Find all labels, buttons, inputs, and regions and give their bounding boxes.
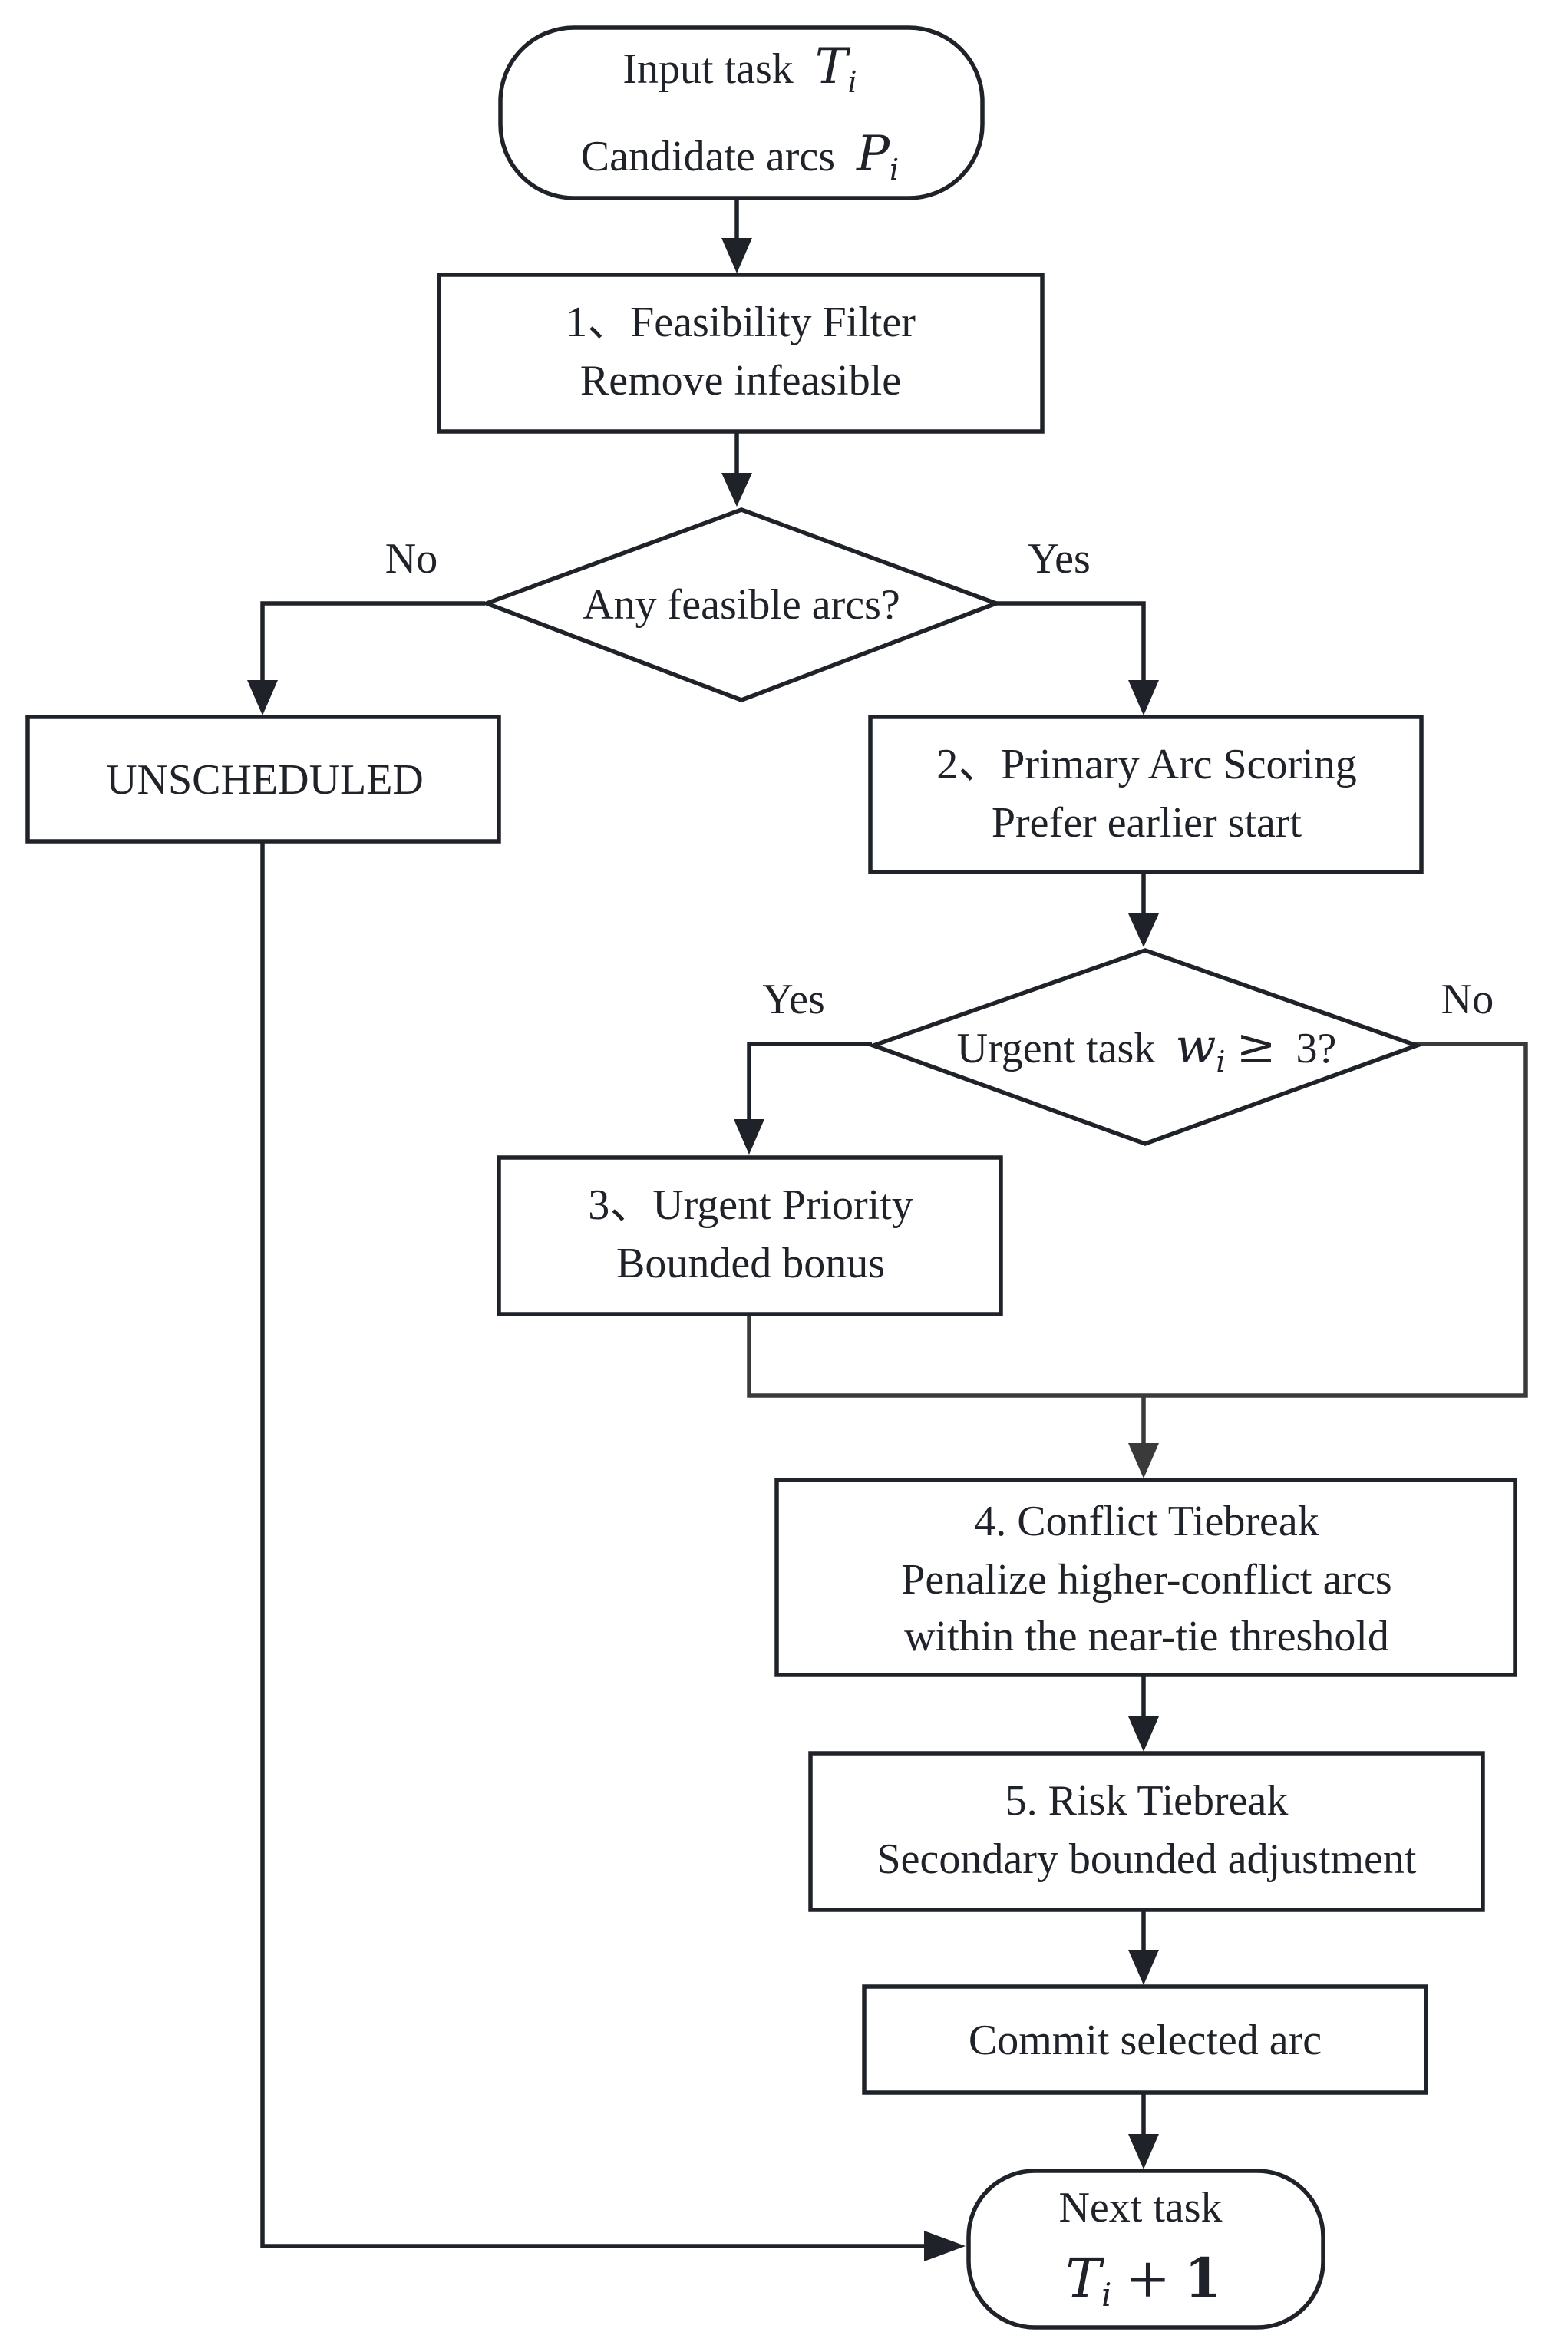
edge-label-urgent-no: No	[1441, 976, 1494, 1023]
arrowhead	[734, 1119, 764, 1155]
risk-desc: Secondary bounded adjustment	[877, 1835, 1417, 1883]
edge-feasible-no	[260, 601, 485, 683]
edge-priority-to-merge	[747, 1314, 1144, 1398]
conflict-title: 4. Conflict Tiebreak	[974, 1498, 1319, 1545]
next-task-label: Next task	[1058, 2184, 1222, 2231]
filter-title: 1、Feasibility Filter	[566, 299, 916, 346]
edge-label-feasible-no: No	[385, 535, 437, 583]
commit-label: Commit selected arc	[969, 2017, 1322, 2064]
arrowhead	[1128, 1716, 1159, 1752]
unscheduled-label: UNSCHEDULED	[106, 756, 424, 804]
conflict-desc-2: within the near-tie threshold	[904, 1613, 1389, 1660]
edge-unscheduled-to-next	[260, 841, 930, 2248]
start-line1: Input task Ti	[622, 38, 857, 99]
conflict-tiebreak-node: 4. Conflict Tiebreak Penalize higher-con…	[774, 1478, 1517, 1677]
risk-tiebreak-node: 5. Risk Tiebreak Secondary bounded adjus…	[808, 1751, 1485, 1912]
edge-urgent-yes	[747, 1042, 872, 1122]
urgent-decision-label: Urgent task wi≥ 3?	[957, 1018, 1337, 1079]
feasible-decision-node: Any feasible arcs?	[480, 507, 1002, 702]
arrowhead	[924, 2231, 966, 2261]
commit-node: Commit selected arc	[862, 1984, 1428, 2095]
arrowhead	[1128, 913, 1159, 947]
arrowhead	[721, 473, 752, 507]
edge-urgent-no	[1144, 1042, 1528, 1398]
feasible-decision-label: Any feasible arcs?	[583, 581, 900, 629]
next-task-node: Next task Ti+1	[966, 2169, 1325, 2330]
arrowhead	[1128, 1950, 1159, 1985]
feasibility-filter-node: 1、Feasibility Filter Remove infeasible	[437, 273, 1045, 434]
arrowhead	[721, 238, 752, 273]
edge-label-urgent-yes: Yes	[762, 976, 824, 1023]
urgent-priority-title: 3、Urgent Priority	[588, 1181, 913, 1229]
urgent-decision-node: Urgent task wi≥ 3?	[867, 948, 1424, 1146]
edge-feasible-yes	[990, 601, 1146, 683]
next-task-math: Ti+1	[1065, 2246, 1222, 2314]
arrowhead	[1128, 1443, 1159, 1478]
start-node: Input task Ti Candidate arcs Pi	[498, 25, 985, 200]
risk-title: 5. Risk Tiebreak	[1005, 1777, 1289, 1825]
urgent-priority-desc: Bounded bonus	[616, 1240, 885, 1287]
unscheduled-node: UNSCHEDULED	[25, 715, 501, 844]
edge-label-feasible-yes: Yes	[1028, 535, 1090, 583]
filter-desc: Remove infeasible	[580, 357, 901, 405]
arrowhead	[1128, 680, 1159, 715]
edges	[247, 198, 1528, 2261]
urgent-priority-node: 3、Urgent Priority Bounded bonus	[497, 1155, 1003, 1316]
scoring-title: 2、Primary Arc Scoring	[936, 741, 1356, 788]
arrowhead	[1128, 2134, 1159, 2169]
start-line2: Candidate arcs Pi	[581, 126, 899, 187]
conflict-desc-1: Penalize higher-conflict arcs	[901, 1556, 1391, 1604]
arrowhead	[247, 680, 278, 715]
scoring-desc: Prefer earlier start	[992, 799, 1302, 847]
primary-scoring-node: 2、Primary Arc Scoring Prefer earlier sta…	[868, 715, 1424, 874]
